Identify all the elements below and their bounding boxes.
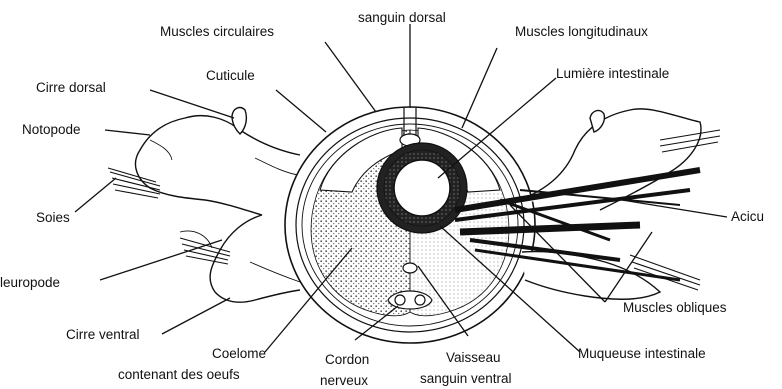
leader-neuropode (100, 240, 222, 280)
label-lumiere-intestinale: Lumière intestinale (556, 66, 669, 81)
label-muscles-obliques: Muscles obliques (623, 300, 727, 315)
leader-soies (75, 178, 116, 212)
label-cuticule: Cuticule (206, 68, 255, 83)
label-coelome-line2: contenant des oeufs (118, 367, 240, 382)
leader-notopode (105, 130, 150, 135)
label-cordon-line2: nerveux (320, 373, 368, 388)
intestin (377, 143, 467, 233)
label-sanguin-dorsal: sanguin dorsal (358, 10, 446, 25)
label-cirre-ventral: Cirre ventral (66, 327, 140, 342)
label-coelome-line1: Coelome (212, 346, 266, 361)
label-vaisseau-line1: Vaisseau (446, 350, 501, 365)
notopode-shape (135, 116, 300, 215)
label-cordon-line1: Cordon (325, 352, 369, 367)
label-muscles-longitudinaux: Muscles longitudinaux (515, 24, 648, 39)
leader-cirre-dorsal (150, 90, 234, 118)
label-acicule: Acicu (731, 209, 764, 224)
label-notopode: Notopode (22, 122, 81, 137)
label-muqueuse-intestinale: Muqueuse intestinale (578, 346, 706, 361)
label-muscles-circulaires: Muscles circulaires (160, 24, 274, 39)
label-neuropode: leuropode (0, 275, 60, 290)
vaisseau-ventral-shape (403, 263, 417, 273)
leader-muscles-circulaires (325, 42, 376, 112)
lumiere-intestinale-hole (394, 160, 450, 216)
leader-muscles-longitudinaux (462, 48, 497, 128)
leader-acicule (622, 200, 727, 217)
leader-cirre-ventral (162, 298, 230, 334)
leader-cuticule (276, 90, 326, 132)
left-parapodium (135, 108, 300, 303)
label-soies: Soies (36, 210, 70, 225)
label-vaisseau-line2: sanguin ventral (420, 371, 512, 386)
label-cirre-dorsal: Cirre dorsal (36, 80, 106, 95)
